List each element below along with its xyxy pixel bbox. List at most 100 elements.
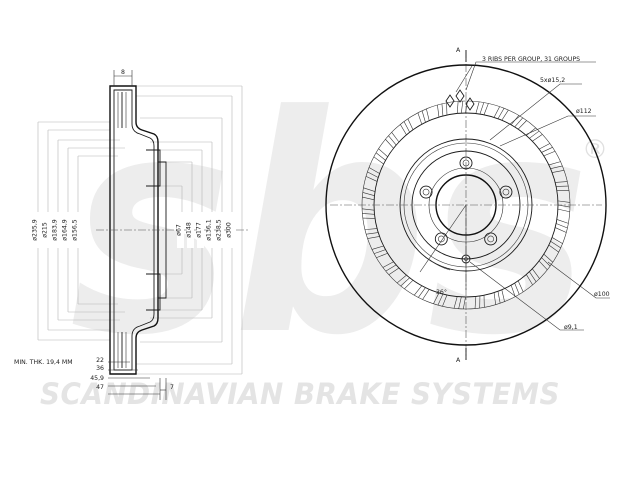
rib [453, 296, 458, 309]
rib [362, 208, 375, 211]
rib [417, 112, 423, 125]
rib [365, 176, 378, 182]
bolt-holes [419, 156, 513, 246]
rib [514, 117, 523, 128]
rib [363, 187, 376, 192]
thickness-45-9: 45,9 [90, 375, 104, 382]
rib [388, 267, 400, 275]
rib [437, 293, 444, 306]
rib [403, 121, 410, 133]
rib [552, 169, 565, 173]
sbs-watermark: sbs ® SCANDINAVIAN BRAKE SYSTEMS [40, 52, 608, 411]
rib [510, 285, 516, 297]
bolt-hole-inner [462, 159, 470, 167]
rib [371, 245, 384, 250]
rib [385, 264, 397, 272]
ribs-note: 3 RIBS PER GROUP, 31 GROUPS [482, 56, 580, 63]
rib [514, 282, 520, 295]
rib [543, 253, 554, 263]
rib [538, 143, 550, 150]
rib [375, 152, 386, 161]
rib [555, 227, 567, 233]
bolt-hole [484, 232, 498, 246]
rib [362, 213, 375, 215]
rib [474, 296, 477, 309]
rib [493, 292, 497, 305]
bolt-hole [459, 156, 473, 170]
section-mark-top: A [456, 47, 461, 54]
thickness-22: 22 [96, 357, 104, 364]
diameter-label: ø156,5 [72, 219, 79, 241]
rib [382, 261, 394, 268]
bolt-holes-label: 5xø15,2 [540, 77, 565, 84]
thickness-36: 36 [96, 365, 104, 372]
rib [557, 200, 571, 203]
rib [555, 181, 568, 183]
thickness-47: 47 [96, 384, 104, 391]
sbs-logo-text: sbs [70, 52, 590, 401]
diameter-label: ø164,9 [62, 219, 69, 241]
front-view: A A [325, 47, 610, 364]
rib [483, 103, 489, 115]
rib [367, 236, 380, 239]
rib [378, 148, 388, 158]
rib [529, 130, 540, 139]
small-hole-label: ø9,1 [564, 324, 578, 331]
diameter-label: ø235,9 [32, 219, 39, 241]
rib [426, 108, 430, 121]
rib [362, 192, 375, 196]
rib [529, 271, 537, 282]
rib [541, 147, 553, 153]
bolt-hole [499, 185, 513, 199]
rib [526, 127, 536, 136]
diameter-label: ø183,9 [52, 219, 59, 241]
offset-7: 7 [170, 384, 174, 391]
rib [385, 139, 394, 149]
rib [501, 109, 509, 121]
rib [541, 257, 551, 267]
bolt-hole [419, 185, 433, 199]
disc-profile [96, 85, 250, 375]
rib [366, 232, 379, 235]
rib [441, 103, 444, 116]
rib [373, 156, 384, 165]
rib [362, 196, 375, 201]
rib [543, 150, 556, 157]
rib [391, 132, 400, 143]
diameter-label: ø136,1 [206, 219, 213, 241]
bolt-hole [434, 232, 448, 246]
bolt-hole-inner [502, 188, 510, 196]
rib [463, 296, 466, 310]
rib [551, 237, 563, 244]
diameter-label: ø238,5 [216, 219, 223, 241]
min-thickness-label: MIN. THK. 19,4 MM [14, 359, 73, 366]
rib [400, 124, 407, 136]
rib [421, 110, 426, 123]
rib-group-detail [445, 89, 475, 111]
rib [413, 285, 423, 296]
rib [517, 120, 527, 130]
rib [388, 135, 397, 146]
thickness-dimensions: MIN. THK. 19,4 MM 22 36 45,9 47 7 [14, 357, 174, 400]
rib [479, 102, 485, 115]
rib [461, 101, 464, 114]
rib [422, 289, 430, 300]
rib [557, 204, 571, 208]
rib [376, 252, 388, 259]
rib [497, 108, 505, 119]
rib [557, 208, 570, 213]
diameter-label: ø148 [186, 222, 193, 238]
width-label: 8 [121, 69, 125, 76]
rib [517, 280, 524, 292]
rib [404, 279, 414, 290]
rib [396, 274, 407, 284]
angle-label: 36° [436, 288, 447, 296]
pitch-circle-label: ø112 [576, 108, 592, 115]
diameter-label: ø67 [176, 224, 183, 236]
rib [373, 249, 386, 254]
rib [368, 167, 380, 174]
rib [550, 165, 563, 170]
